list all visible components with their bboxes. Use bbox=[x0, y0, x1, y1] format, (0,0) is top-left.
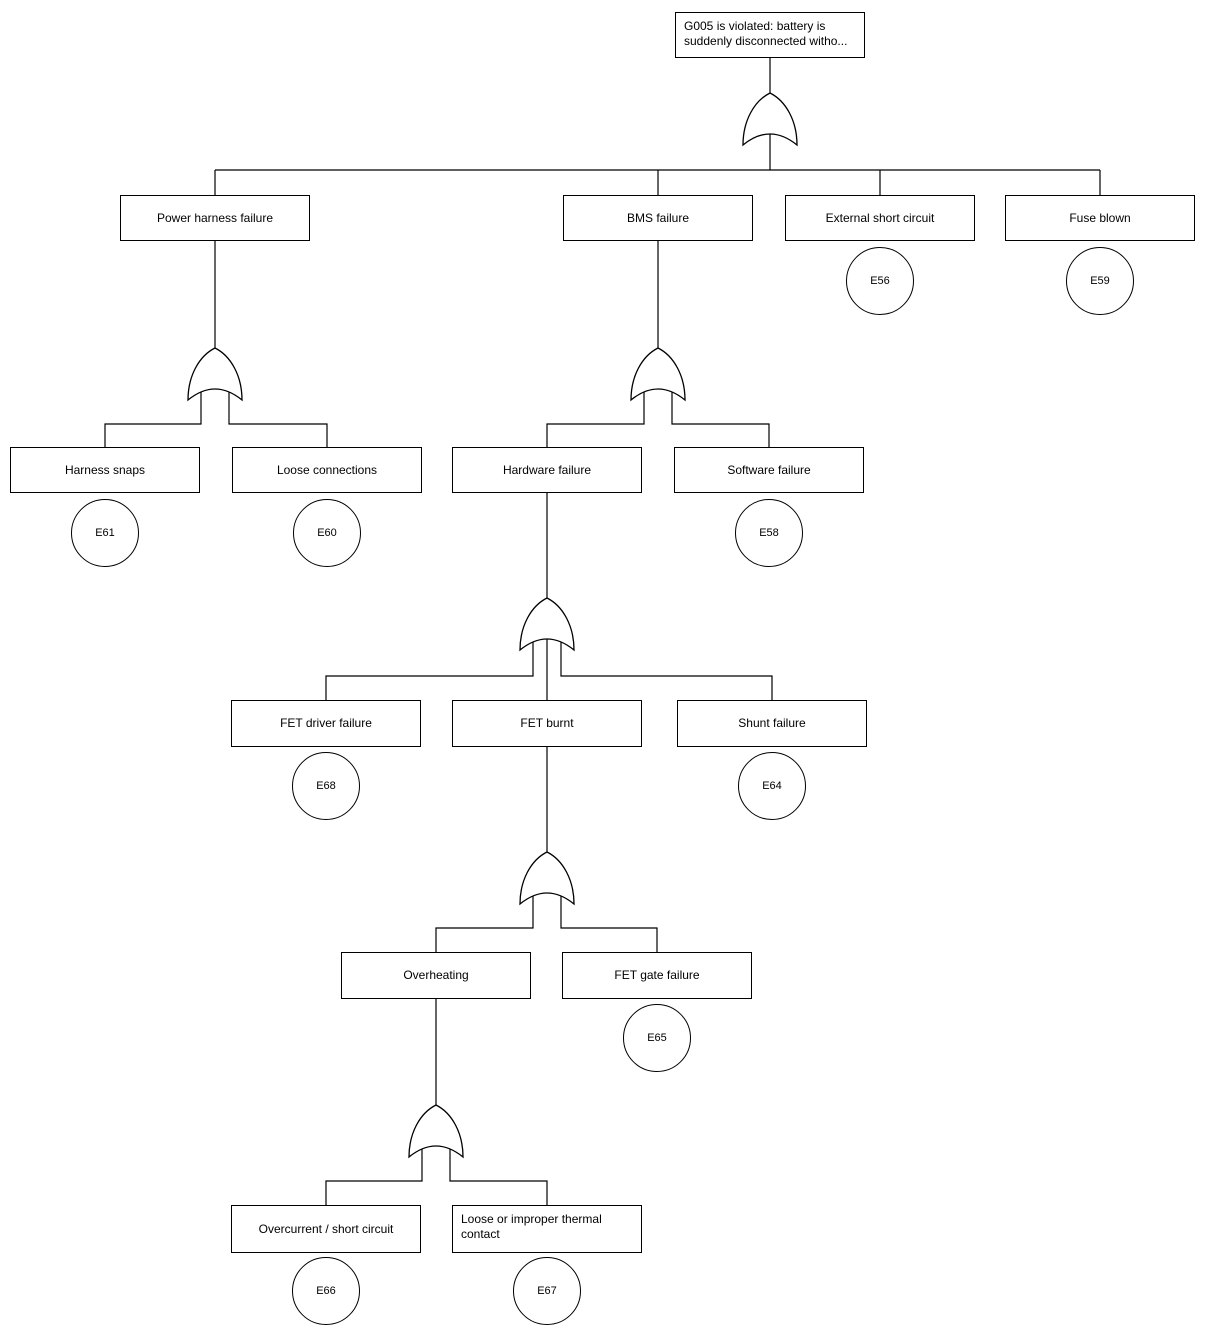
node-label: Overcurrent / short circuit bbox=[258, 1221, 394, 1236]
event-label: E67 bbox=[537, 1285, 557, 1297]
node-fet-driver-failure[interactable]: FET driver failure bbox=[231, 700, 421, 747]
node-loose-improper-thermal-contact[interactable]: Loose or improper thermal contact bbox=[452, 1205, 642, 1253]
or-gate-icon[interactable] bbox=[408, 1104, 464, 1159]
node-shunt-failure[interactable]: Shunt failure bbox=[677, 700, 867, 747]
node-software-failure[interactable]: Software failure bbox=[674, 447, 864, 493]
node-label: G005 is violated: battery is suddenly di… bbox=[684, 19, 848, 48]
node-label: FET burnt bbox=[520, 716, 574, 730]
node-harness-snaps[interactable]: Harness snaps bbox=[10, 447, 200, 493]
node-label: FET gate failure bbox=[614, 968, 700, 982]
node-label: Overheating bbox=[403, 968, 469, 982]
event-circle-e68[interactable]: E68 bbox=[292, 752, 360, 820]
event-label: E64 bbox=[762, 780, 782, 792]
event-label: E58 bbox=[759, 527, 779, 539]
or-gate-icon[interactable] bbox=[519, 851, 575, 906]
event-circle-e59[interactable]: E59 bbox=[1066, 247, 1134, 315]
node-label: Power harness failure bbox=[156, 210, 274, 225]
node-fet-burnt[interactable]: FET burnt bbox=[452, 700, 642, 747]
event-label: E61 bbox=[95, 527, 115, 539]
node-label: BMS failure bbox=[626, 210, 690, 225]
node-hardware-failure[interactable]: Hardware failure bbox=[452, 447, 642, 493]
node-label: Fuse blown bbox=[1069, 210, 1131, 225]
or-gate-icon[interactable] bbox=[519, 597, 575, 652]
node-label: Hardware failure bbox=[502, 462, 592, 477]
node-top-event[interactable]: G005 is violated: battery is suddenly di… bbox=[675, 12, 865, 58]
event-label: E65 bbox=[647, 1032, 667, 1044]
node-label: Loose connections bbox=[276, 462, 378, 477]
event-circle-e65[interactable]: E65 bbox=[623, 1004, 691, 1072]
node-power-harness-failure[interactable]: Power harness failure bbox=[120, 195, 310, 241]
node-bms-failure[interactable]: BMS failure bbox=[563, 195, 753, 241]
event-label: E56 bbox=[870, 275, 890, 287]
node-label: FET driver failure bbox=[280, 716, 372, 730]
event-label: E59 bbox=[1090, 275, 1110, 287]
node-loose-connections[interactable]: Loose connections bbox=[232, 447, 422, 493]
node-label: Software failure bbox=[727, 462, 811, 477]
or-gate-icon[interactable] bbox=[630, 347, 686, 402]
node-label: Shunt failure bbox=[738, 716, 806, 730]
event-circle-e60[interactable]: E60 bbox=[293, 499, 361, 567]
node-external-short-circuit[interactable]: External short circuit bbox=[785, 195, 975, 241]
event-circle-e64[interactable]: E64 bbox=[738, 752, 806, 820]
or-gate-icon[interactable] bbox=[742, 92, 798, 147]
or-gate-icon[interactable] bbox=[187, 347, 243, 402]
connector-lines bbox=[104, 58, 1101, 1205]
node-fuse-blown[interactable]: Fuse blown bbox=[1005, 195, 1195, 241]
node-label: Loose or improper thermal contact bbox=[461, 1212, 602, 1241]
event-label: E68 bbox=[316, 780, 336, 792]
event-circle-e66[interactable]: E66 bbox=[292, 1257, 360, 1325]
event-circle-e58[interactable]: E58 bbox=[735, 499, 803, 567]
node-fet-gate-failure[interactable]: FET gate failure bbox=[562, 952, 752, 999]
event-circle-e67[interactable]: E67 bbox=[513, 1257, 581, 1325]
event-circle-e61[interactable]: E61 bbox=[71, 499, 139, 567]
node-overcurrent-short-circuit[interactable]: Overcurrent / short circuit bbox=[231, 1205, 421, 1253]
node-label: External short circuit bbox=[825, 210, 935, 225]
event-label: E66 bbox=[316, 1285, 336, 1297]
event-label: E60 bbox=[317, 527, 337, 539]
node-label: Harness snaps bbox=[64, 462, 146, 477]
node-overheating[interactable]: Overheating bbox=[341, 952, 531, 999]
event-circle-e56[interactable]: E56 bbox=[846, 247, 914, 315]
